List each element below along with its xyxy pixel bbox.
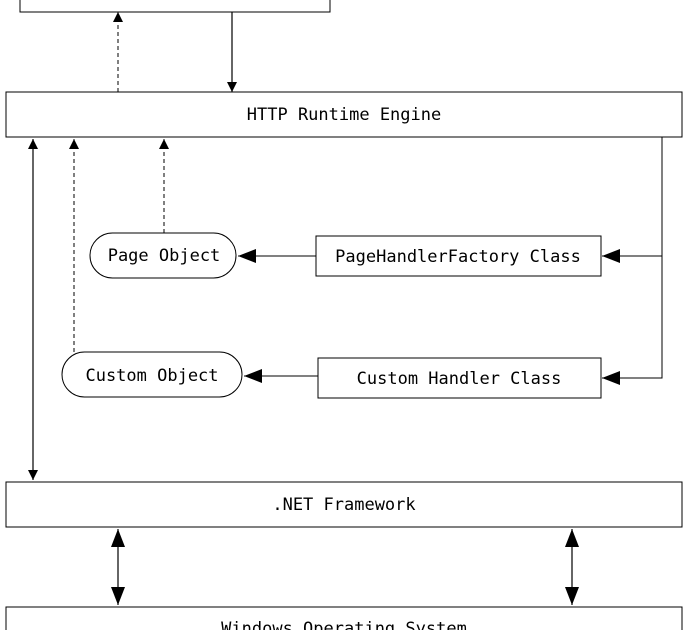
runtime-to-custom-handler-arrow (602, 137, 663, 385)
custom-object-node: Custom Object (61, 351, 243, 398)
custom-handler-label: Custom Handler Class (357, 369, 562, 389)
framework-box: .NET Framework (5, 481, 683, 528)
runtime-engine-box: HTTP Runtime Engine (5, 91, 683, 138)
page-factory-label: PageHandlerFactory Class (335, 247, 581, 267)
custom-handler-box: Custom Handler Class (317, 357, 602, 399)
page-object-label: Page Object (108, 246, 221, 266)
top-box (19, 0, 331, 13)
custom-object-label: Custom Object (85, 366, 218, 386)
windows-os-box: Windows Operating System (5, 606, 683, 630)
page-object-node: Page Object (89, 232, 237, 279)
framework-label: .NET Framework (272, 495, 415, 515)
runtime-engine-label: HTTP Runtime Engine (247, 105, 441, 125)
page-factory-box: PageHandlerFactory Class (315, 235, 602, 277)
windows-os-label: Windows Operating System (221, 619, 467, 630)
